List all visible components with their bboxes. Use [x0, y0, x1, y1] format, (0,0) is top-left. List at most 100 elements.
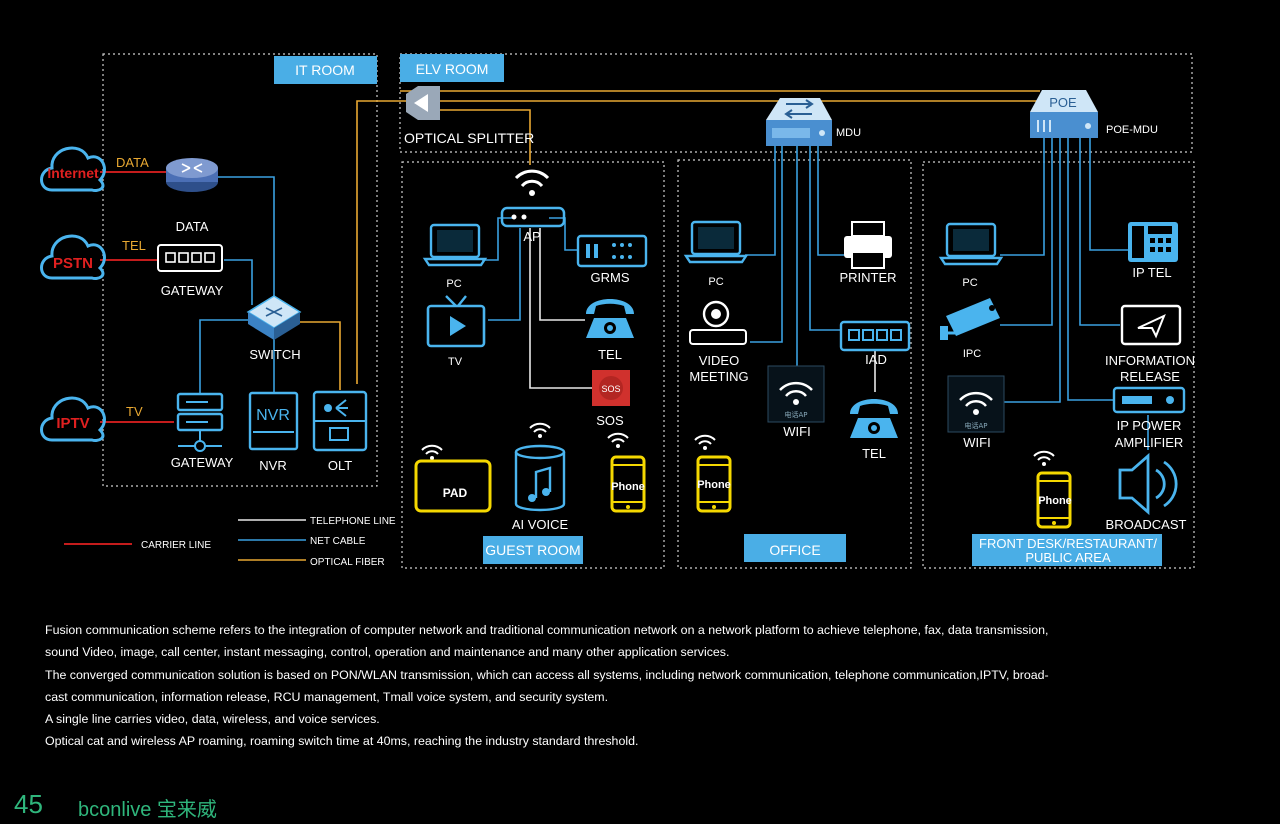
poe-mdu-icon: POE — [1030, 90, 1098, 138]
description-line: Fusion communication scheme refers to th… — [45, 623, 1049, 637]
printer-label: PRINTER — [839, 270, 896, 285]
elv-room-tag: ELV ROOM — [400, 54, 504, 82]
office-tel-label: TEL — [862, 446, 886, 461]
front-desk-frame — [922, 161, 1195, 569]
office-wifi-label: WIFI — [783, 424, 810, 439]
carrier-tel-label: TEL — [122, 238, 146, 253]
legend-telephone-label: TELEPHONE LINE — [310, 516, 396, 527]
switch-label: SWITCH — [249, 347, 300, 362]
ai-voice-label: AI VOICE — [512, 517, 569, 532]
it-room-tag: IT ROOM — [274, 56, 377, 84]
svg-text:FRONT DESK/RESTAURANT/: FRONT DESK/RESTAURANT/ — [979, 536, 1157, 551]
gateway-bottom-label: GATEWAY — [171, 455, 234, 470]
guest-tv-label: TV — [448, 356, 463, 368]
fiber-ap-drop — [437, 109, 531, 165]
tv-icon — [426, 295, 486, 348]
guest-pc-icon — [423, 223, 487, 267]
svg-text:PSTN: PSTN — [53, 255, 93, 272]
office-pc-label: PC — [708, 276, 723, 288]
front-wifi-label: WIFI — [963, 435, 990, 450]
grms-label: GRMS — [591, 270, 630, 285]
printer-icon — [844, 221, 892, 269]
gateway-bottom-icon — [176, 392, 224, 452]
svg-text:Internet: Internet — [47, 165, 99, 181]
front-wifi-ap-text: 电话AP — [964, 421, 987, 430]
broadcast-speaker-icon — [1118, 452, 1178, 516]
mdu-label: MDU — [836, 127, 861, 139]
net-ap-pc — [482, 217, 512, 261]
video-meeting-label-1: VIDEO — [699, 353, 739, 368]
net-poe-ipc — [1000, 136, 1053, 326]
ai-voice-speaker-icon — [514, 444, 566, 512]
net-poe-info — [1079, 136, 1120, 326]
svg-text:ELV ROOM: ELV ROOM — [416, 61, 489, 77]
iad-label: IAD — [865, 352, 887, 367]
video-meeting-icon — [689, 300, 747, 345]
guest-phone-label: Phone — [611, 481, 645, 493]
guest-phone-wifi-icon — [607, 432, 629, 449]
fiber-switch-olt — [300, 321, 341, 390]
net-poe-wifi — [1000, 136, 1061, 403]
description-line: cast communication, information release,… — [45, 689, 609, 704]
tel-ap-phone — [539, 228, 585, 321]
internet-cloud: Internet — [40, 146, 106, 192]
front-pc-label: PC — [962, 277, 977, 289]
front-phone-wifi-icon — [1033, 450, 1055, 467]
ip-power-label-2: AMPLIFIER — [1115, 435, 1184, 450]
office-phone-label: Phone — [697, 479, 731, 491]
nvr-icon: NVR — [248, 391, 299, 451]
net-mdu-video — [750, 145, 783, 343]
svg-text:GUEST ROOM: GUEST ROOM — [485, 542, 580, 558]
description-line: The converged communication solution is … — [45, 667, 1049, 682]
pstn-cloud: PSTN — [40, 234, 106, 280]
legend: CARRIER LINE TELEPHONE LINE NET CABLE OP… — [64, 516, 396, 568]
poe-mdu-label: POE-MDU — [1106, 124, 1158, 136]
svg-text:IPTV: IPTV — [56, 415, 89, 432]
front-phone-label: Phone — [1038, 495, 1072, 507]
ap-icon — [500, 169, 566, 228]
description-line: A single line carries video, data, wirel… — [45, 712, 380, 727]
office-wifi-ap-text: 电话AP — [784, 410, 807, 419]
olt-label: OLT — [328, 458, 352, 473]
office-phone-wifi-icon — [694, 434, 716, 451]
grms-icon — [576, 234, 648, 268]
guest-tel-label: TEL — [598, 347, 622, 362]
sos-label: SOS — [596, 413, 624, 428]
front-desk-tag: FRONT DESK/RESTAURANT/ PUBLIC AREA — [972, 534, 1162, 566]
router-icon — [166, 158, 218, 192]
net-switch-gateway2 — [199, 319, 250, 395]
ip-tel-icon — [1128, 222, 1178, 262]
info-release-label-2: RELEASE — [1120, 369, 1180, 384]
info-release-label-1: INFORMATION — [1105, 353, 1195, 368]
network-diagram: IT ROOM ELV ROOM GUEST ROOM OFFICE FRONT… — [40, 53, 1195, 569]
legend-fiber-label: OPTICAL FIBER — [310, 557, 385, 568]
ipc-label: IPC — [963, 348, 981, 360]
net-ap-grms — [549, 217, 578, 251]
guest-room-tag: GUEST ROOM — [483, 536, 583, 564]
video-meeting-label-2: MEETING — [689, 369, 748, 384]
net-poe-pc — [1000, 136, 1045, 256]
legend-net-label: NET CABLE — [310, 536, 366, 547]
svg-text:IT ROOM: IT ROOM — [295, 62, 355, 78]
description-line: Optical cat and wireless AP roaming, roa… — [45, 734, 639, 749]
ip-tel-label: IP TEL — [1132, 265, 1171, 280]
net-mdu-iad — [809, 145, 842, 331]
mdu-icon — [766, 98, 832, 146]
office-tel-icon — [850, 399, 898, 438]
net-mdu-printer — [817, 145, 846, 256]
front-pc-icon — [939, 222, 1003, 266]
guest-tel-icon — [586, 299, 634, 338]
carrier-tv-label: TV — [126, 404, 143, 419]
optical-splitter-icon — [406, 86, 440, 120]
nvr-label: NVR — [259, 458, 286, 473]
optical-splitter-label: OPTICAL SPLITTER — [404, 130, 534, 146]
gateway-top-icon — [157, 244, 223, 272]
net-gateway-switch — [224, 259, 253, 305]
net-ap-tv — [488, 228, 521, 321]
office-frame — [677, 159, 912, 569]
brand-logo: bconlive 宝来威 — [78, 799, 217, 821]
office-tag: OFFICE — [744, 534, 846, 562]
iad-icon — [839, 320, 911, 352]
pad-icon: PAD — [414, 459, 492, 513]
pad-wifi-icon — [421, 444, 443, 461]
